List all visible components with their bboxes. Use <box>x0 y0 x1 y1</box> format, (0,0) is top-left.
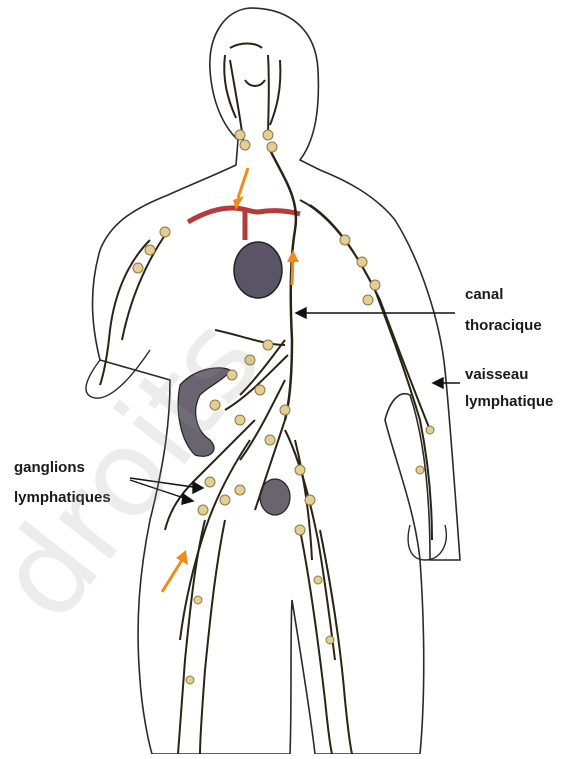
label-ganglia-line1: ganglions <box>14 456 85 480</box>
label-canal-line1: canal <box>465 283 503 307</box>
heart-icon <box>234 242 282 298</box>
arm-outline <box>86 350 150 398</box>
head-vessels <box>224 44 280 141</box>
hand-outline <box>408 525 446 560</box>
body-outline <box>93 8 461 754</box>
label-vessel-line1: vaisseau <box>465 363 528 387</box>
label-ganglia-line2: lymphatiques <box>14 486 111 510</box>
label-canal-line2: thoracique <box>465 314 542 338</box>
label-vessel-line2: lymphatique <box>465 390 553 414</box>
intestine <box>178 368 230 457</box>
leg-vessels <box>178 520 352 754</box>
